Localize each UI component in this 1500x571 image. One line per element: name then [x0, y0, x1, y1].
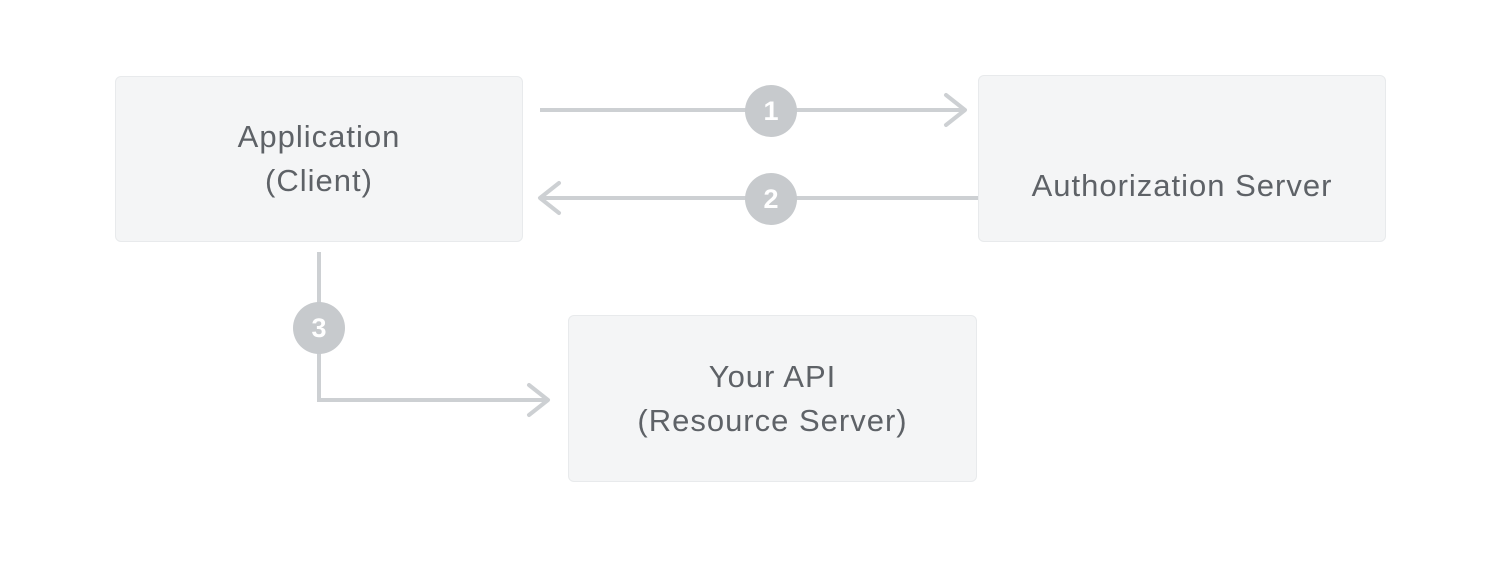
step-1-number: 1	[763, 95, 779, 126]
node-application-client: Application (Client)	[115, 76, 523, 242]
step-3-badge: 3	[293, 302, 345, 354]
node-application-label-line2: (Client)	[265, 163, 373, 198]
node-your-api-resource-server: Your API (Resource Server)	[568, 315, 977, 482]
node-authorization-server: Authorization Server	[978, 75, 1386, 242]
node-application-label-line1: Application	[237, 119, 401, 154]
arrow-3-elbow-line	[317, 252, 545, 402]
arrow-3-head-icon	[527, 383, 550, 417]
step-3-number: 3	[311, 312, 327, 343]
step-1-badge: 1	[745, 85, 797, 137]
node-authorization-server-label: Authorization Server	[1031, 167, 1333, 203]
step-2-badge: 2	[745, 173, 797, 225]
arrow-1-head-icon	[944, 93, 967, 127]
step-2-number: 2	[763, 183, 779, 214]
node-your-api-label-line2: (Resource Server)	[637, 402, 908, 438]
node-your-api-label-line1: Your API	[708, 358, 837, 394]
arrow-2-head-icon	[538, 181, 561, 215]
